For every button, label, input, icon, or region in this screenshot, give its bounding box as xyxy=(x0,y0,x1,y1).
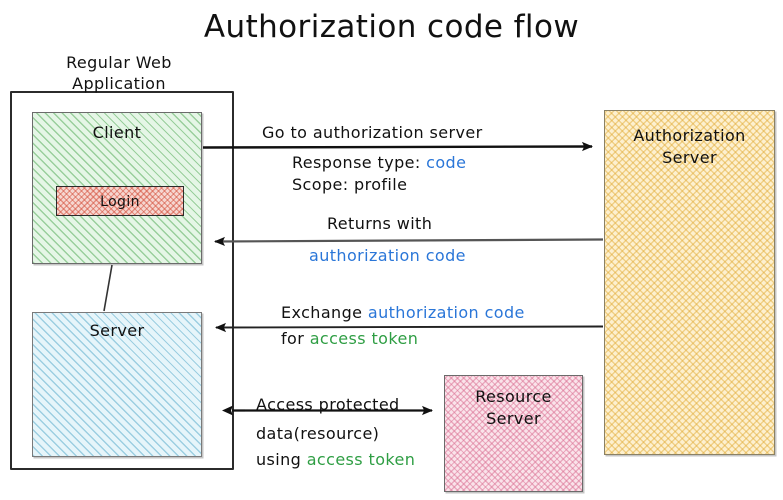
flow-step3-code: authorization code xyxy=(367,303,525,322)
flow-step3-line1: Exchange authorization code xyxy=(281,302,525,323)
flow-step1-params: Response type: code Scope: profile xyxy=(292,152,466,196)
login-button-label: Login xyxy=(100,194,140,210)
flow-step3-for-word: for xyxy=(281,329,310,348)
regular-web-application-label: Regular Web Application xyxy=(66,53,172,93)
server-node-label: Server xyxy=(89,321,145,340)
authorization-server-node[interactable]: Authorization Server xyxy=(604,110,775,455)
flow-step4-token: access token xyxy=(306,450,416,469)
login-button[interactable]: Login xyxy=(56,186,184,216)
flow-step1-param1-value: code xyxy=(426,153,467,172)
resource-server-node-label: Resource Server xyxy=(475,387,552,428)
flow-step3-prefix: Exchange xyxy=(281,303,368,322)
flow-step2-value: authorization code xyxy=(309,246,466,265)
resource-server-node[interactable]: Resource Server xyxy=(444,375,583,492)
arrow-client-to-authorization-server xyxy=(202,141,593,152)
flow-step2-title: Returns with xyxy=(327,214,433,233)
authorization-server-node-label: Authorization Server xyxy=(633,126,746,167)
flow-step1-title: Go to authorization server xyxy=(262,123,483,142)
flow-step4-line3: using access token xyxy=(256,449,415,470)
flow-step3-token: access token xyxy=(309,329,419,348)
flow-step1-param1-key: Response type: xyxy=(292,153,427,172)
flow-step1-param1: Response type: code xyxy=(292,152,466,174)
arrow-authorization-server-to-client xyxy=(214,236,604,247)
client-node-label: Client xyxy=(92,123,142,142)
server-node[interactable]: Server xyxy=(32,312,202,457)
page-title: Authorization code flow xyxy=(203,9,580,45)
flow-step1-param2: Scope: profile xyxy=(292,175,408,194)
flow-step3-line2: for access token xyxy=(281,328,418,349)
flow-step4-line2: data(resource) xyxy=(256,424,380,443)
flow-step4-using-word: using xyxy=(256,450,307,469)
flow-step4-line1: Access protected xyxy=(256,395,400,414)
